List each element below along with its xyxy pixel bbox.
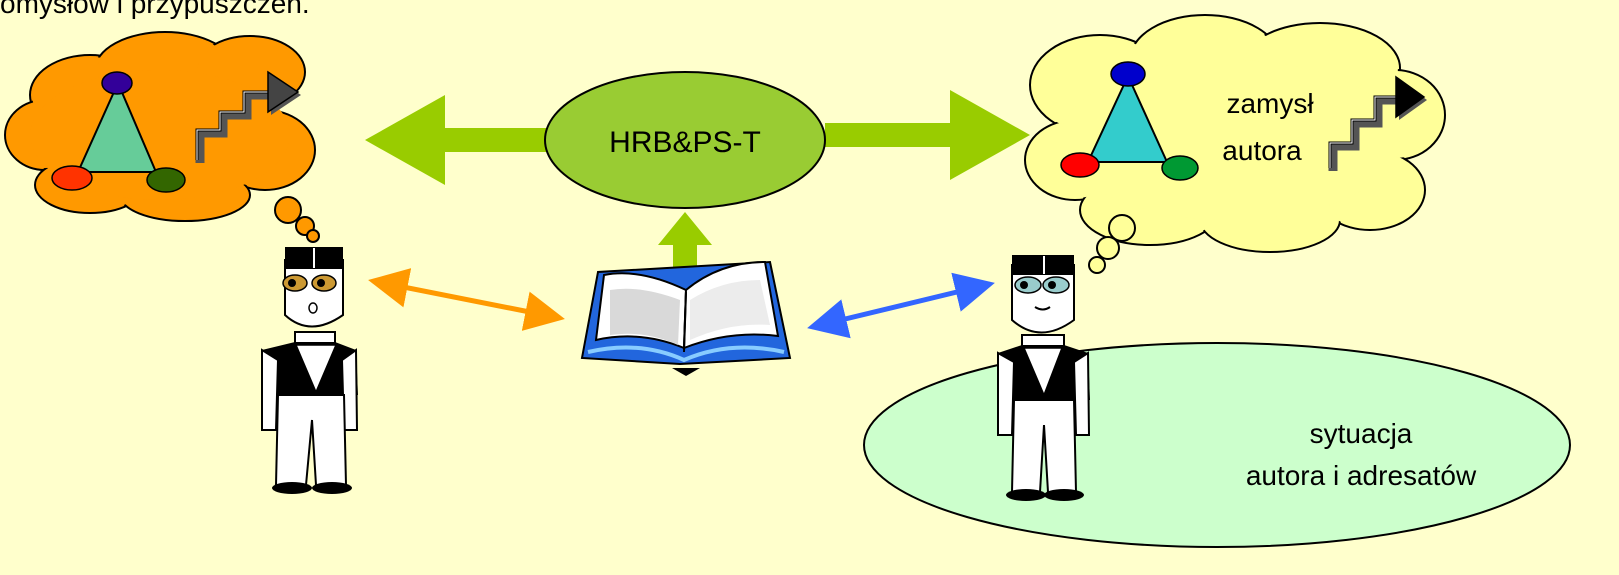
orange-double-arrow bbox=[368, 268, 565, 331]
green-dot bbox=[146, 167, 186, 193]
central-node: HRB&PS-T bbox=[544, 71, 826, 209]
red-dot bbox=[1060, 152, 1100, 178]
left-block-arrow bbox=[365, 95, 560, 185]
right-block-arrow bbox=[825, 90, 1030, 180]
situation-line2: autora i adresatów bbox=[1246, 460, 1477, 491]
triangle-symbol bbox=[1086, 73, 1169, 163]
reader-thought-cloud bbox=[4, 31, 320, 243]
author-figure bbox=[997, 255, 1091, 501]
author-thought-cloud: zamysł autora bbox=[1024, 14, 1446, 274]
red-dot bbox=[51, 165, 93, 191]
situation-ellipse: sytuacja autora i adresatów bbox=[863, 342, 1571, 548]
author-thought-line1: zamysł bbox=[1226, 88, 1314, 119]
up-block-arrow bbox=[658, 212, 712, 272]
central-node-label: HRB&PS-T bbox=[609, 126, 761, 159]
reader-figure bbox=[261, 247, 359, 494]
staircase-arrow-icon bbox=[195, 70, 301, 163]
green-dot bbox=[1161, 155, 1199, 181]
staircase-arrow-icon bbox=[1328, 75, 1427, 171]
author-thought-line2: autora bbox=[1222, 135, 1302, 166]
open-book-icon bbox=[580, 260, 792, 376]
blue-double-arrow bbox=[807, 272, 995, 339]
blue-dot bbox=[101, 71, 133, 95]
triangle-symbol bbox=[76, 80, 158, 173]
caption-text: omysłów i przypuszczeń. bbox=[0, 0, 310, 19]
blue-dot bbox=[1110, 61, 1146, 87]
situation-line1: sytuacja bbox=[1310, 418, 1413, 449]
